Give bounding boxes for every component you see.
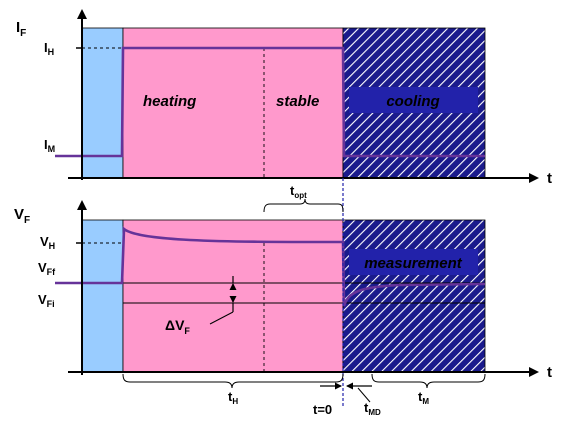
bottom-x-axis-label: t: [547, 364, 552, 381]
t-opt-label: topt: [290, 183, 307, 200]
t-m-bracket: [371, 373, 486, 389]
bottom-y-axis-label: VF: [14, 206, 30, 226]
measurement-label-box: [349, 249, 478, 275]
t-m-label: tM: [418, 389, 429, 406]
timing-annotations: topt tH tM tMD t=0: [122, 178, 486, 417]
top-heating-region: [122, 27, 344, 179]
t-h-label: tH: [228, 389, 238, 406]
top-panel: IF t IH IM heating stable cooling: [16, 9, 552, 187]
delta-vf-label: ΔVF: [165, 317, 190, 336]
top-y-axis-label: IF: [16, 19, 26, 39]
t-md-leader: [357, 387, 371, 403]
stable-phase-label: stable: [276, 93, 319, 110]
im-level-label: IM: [44, 137, 55, 154]
top-blue-region: [81, 27, 124, 179]
top-x-axis-label: t: [547, 170, 552, 187]
cooling-label-box: [349, 87, 478, 113]
bottom-measurement-region: [342, 219, 486, 373]
heating-phase-label: heating: [143, 93, 196, 110]
vfi-level-label: VFi: [38, 292, 55, 309]
bottom-voltage-trace: [55, 226, 486, 307]
t-opt-bracket: [263, 198, 344, 213]
vh-level-label: VH: [40, 234, 55, 251]
delta-vf-pointer: [209, 311, 234, 325]
vff-level-label: VFf: [38, 260, 56, 277]
ih-level-label: IH: [44, 40, 54, 57]
top-current-trace: [55, 46, 485, 158]
bottom-panel: VF t VH VFf VFi ΔVF measurement: [14, 200, 552, 381]
t-zero-label: t=0: [313, 402, 332, 417]
t-h-bracket: [122, 373, 344, 389]
cooling-phase-label: cooling: [386, 93, 439, 110]
measurement-phase-label: measurement: [364, 255, 463, 272]
t-md-label: tMD: [364, 400, 381, 417]
